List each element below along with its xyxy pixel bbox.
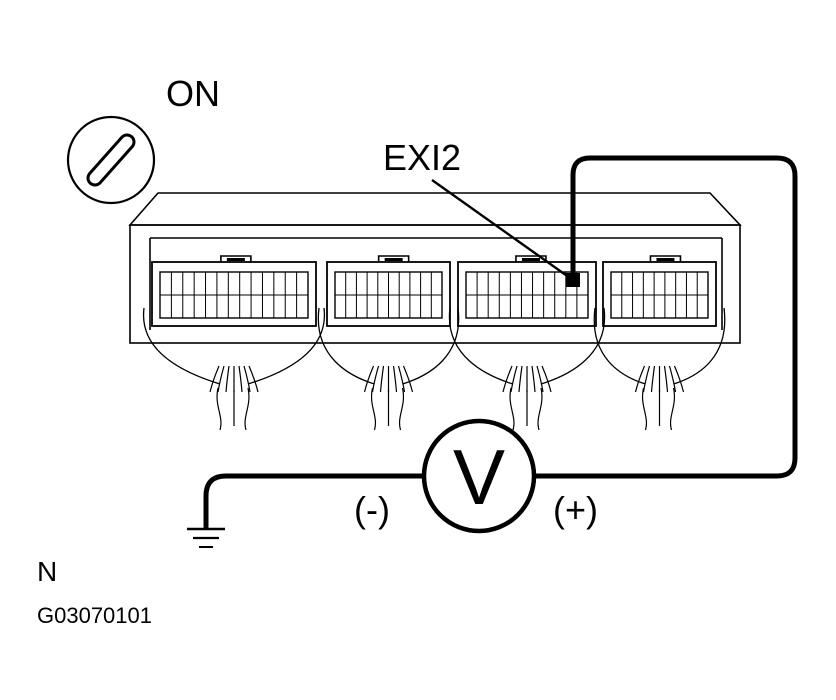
ground-icon [187, 527, 225, 548]
positive-lead-wire [531, 155, 798, 479]
positive-terminal-label: (+) [553, 489, 598, 530]
terminal-label: EXI2 [383, 137, 461, 178]
voltmeter-symbol: V [453, 433, 505, 521]
negative-lead-wire [203, 473, 427, 530]
negative-terminal-label: (-) [354, 489, 390, 530]
switch-state-label: ON [166, 73, 220, 114]
ecu-housing [128, 192, 742, 344]
connector-1 [143, 255, 325, 431]
connector-3 [448, 255, 606, 431]
figure-code: G03070101 [37, 603, 152, 628]
corner-letter: N [37, 556, 57, 587]
terminal-leader-line [431, 179, 571, 279]
connector-group [143, 255, 726, 431]
ignition-switch-icon [66, 115, 156, 205]
connector-4 [593, 255, 726, 431]
connector-2 [317, 255, 460, 431]
voltmeter-icon [421, 418, 537, 534]
